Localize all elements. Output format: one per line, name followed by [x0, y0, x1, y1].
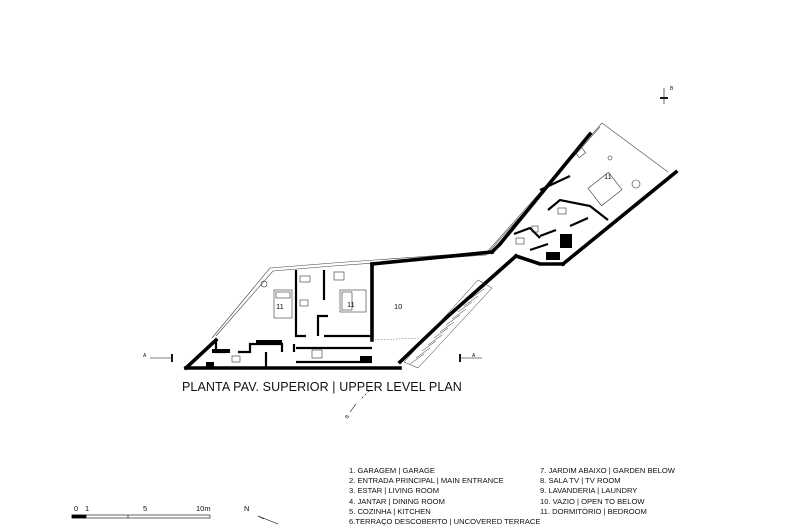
legend-item: 10. VAZIO | OPEN TO BELOW: [540, 496, 645, 506]
legend-item: 11. DORMITÓRIO | BEDROOM: [540, 506, 647, 516]
room-label-bedroom-a: 11: [276, 302, 284, 311]
legend-right: 7. JARDIM ABAIXO | GARDEN BELOW 8. SALA …: [540, 466, 675, 517]
scale-label-five: 5: [143, 504, 148, 513]
legend-item: 2. ENTRADA PRINCIPAL | MAIN ENTRANCE: [349, 476, 504, 486]
legend-item: 1. GARAGEM | GARAGE: [349, 466, 435, 475]
legend-item: 9. LAVANDERIA | LAUNDRY: [540, 486, 638, 496]
north-label: N: [244, 504, 250, 513]
section-mark-b-top: B: [670, 86, 674, 92]
scale-label-zero: 0: [74, 504, 79, 513]
section-markers: [150, 88, 668, 413]
wall-solids: [206, 234, 572, 368]
legend-item: 6.TERRAÇO DESCOBERTO | UNCOVERED TERRACE: [349, 517, 541, 527]
legend-item: 8. SALA TV | TV ROOM: [540, 476, 621, 486]
legend-item: 7. JARDIM ABAIXO | GARDEN BELOW: [540, 466, 675, 475]
legend-item: 4. JANTAR | DINING ROOM: [349, 496, 445, 506]
legend-left: 1. GARAGEM | GARAGE 2. ENTRADA PRINCIPAL…: [349, 466, 540, 527]
room-label-void: 10: [394, 302, 403, 311]
exterior-walls: [183, 131, 679, 371]
north-arrow: [257, 515, 279, 525]
room-label-bedroom-b: 11: [347, 300, 355, 309]
void-outline: [371, 337, 421, 341]
plan-title: PLANTA PAV. SUPERIOR | UPPER LEVEL PLAN: [182, 380, 462, 394]
legend-item: 5. COZINHA | KITCHEN: [349, 506, 431, 516]
legend-item: 3. ESTAR | LIVING ROOM: [349, 486, 440, 496]
section-mark-a-left: A: [143, 353, 147, 359]
interior-walls: [214, 175, 609, 368]
scale-label-ten: 10m: [196, 504, 211, 513]
furniture: [231, 145, 641, 363]
section-mark-a-right: A: [472, 353, 476, 359]
scale-bar: [71, 514, 211, 519]
scale-label-one: 1: [85, 504, 90, 513]
stair: [403, 279, 493, 369]
room-label-bedroom-c: 11: [604, 172, 612, 181]
